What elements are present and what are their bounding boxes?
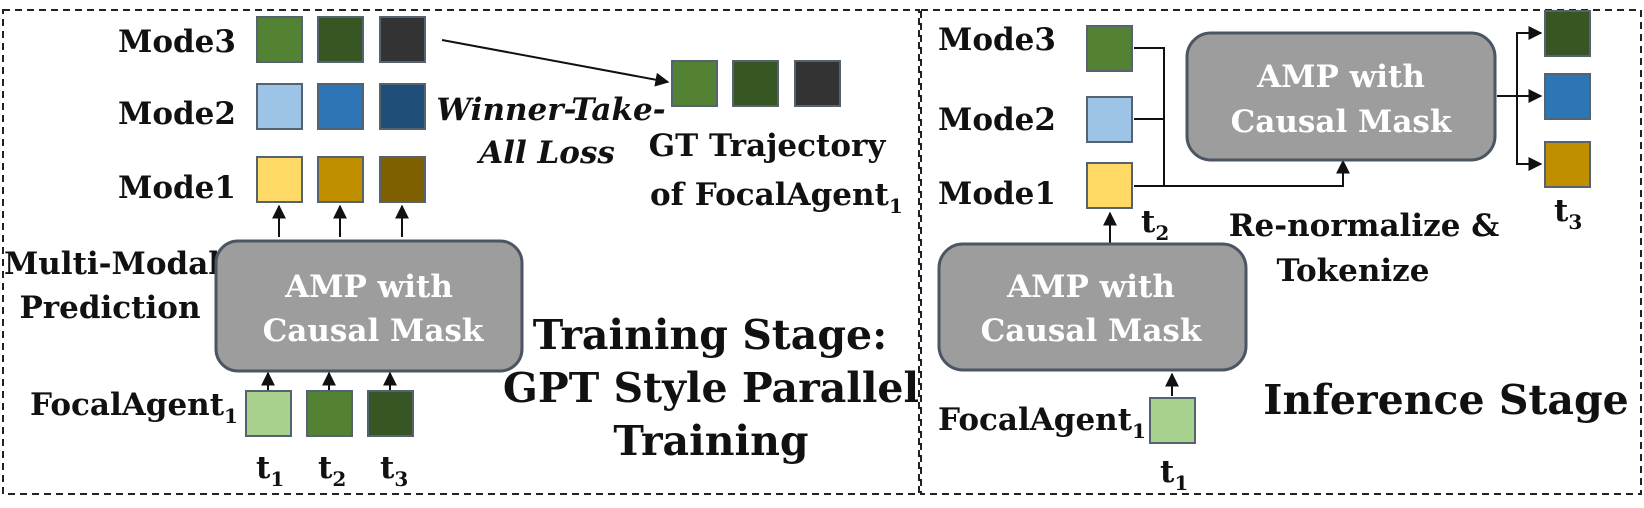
focal-token-t1 bbox=[245, 390, 292, 437]
token-mode2-t3 bbox=[379, 83, 426, 130]
inference-mode1-label: Mode1 bbox=[938, 176, 1056, 212]
connector-mode3 bbox=[1134, 47, 1165, 186]
training-focal-agent-label: FocalAgent1 bbox=[30, 387, 238, 428]
inference-amp-box-upper bbox=[1185, 31, 1497, 162]
inference-time-label-t2: t2 bbox=[1141, 204, 1169, 245]
inference-mode1-token bbox=[1086, 162, 1133, 209]
inference-amp-box-lower bbox=[937, 242, 1248, 372]
winner-take-all-label-line1: Winner-Take- bbox=[436, 92, 665, 128]
inference-stage: Mode3 Mode2 Mode1 AMP with Causal Mask t… bbox=[937, 10, 1629, 495]
inference-out-token-blue bbox=[1544, 73, 1591, 120]
training-mode1-label: Mode1 bbox=[118, 170, 236, 206]
arrow-modes-to-upper-amp bbox=[1164, 159, 1350, 187]
token-mode3-t1 bbox=[256, 16, 303, 63]
gt-trajectory-label-line2: of FocalAgent1 bbox=[650, 177, 903, 218]
token-mode2-t2 bbox=[317, 83, 364, 130]
arrow-upper-amp-to-out-t3-3 bbox=[1516, 96, 1543, 171]
gt-token-t3 bbox=[794, 60, 841, 107]
inference-time-label-t3: t3 bbox=[1554, 193, 1582, 234]
arrow-mode3-to-gt bbox=[441, 39, 670, 87]
inference-amp-lower-line2: Causal Mask bbox=[981, 313, 1203, 349]
inference-out-token-gold bbox=[1544, 141, 1591, 188]
inference-amp-upper-line1: AMP with bbox=[1256, 59, 1425, 95]
training-amp-box-line2: Causal Mask bbox=[263, 313, 485, 349]
training-time-label-t2: t2 bbox=[318, 450, 346, 491]
multimodal-prediction-label-line2: Prediction bbox=[19, 290, 200, 326]
inference-mode2-label: Mode2 bbox=[938, 102, 1056, 138]
focal-token-t3 bbox=[367, 390, 414, 437]
training-stage: Mode3 Mode2 Mode1 Multi-Modal Prediction… bbox=[4, 16, 919, 491]
gt-token-t1 bbox=[671, 60, 718, 107]
training-mode3-label: Mode3 bbox=[118, 24, 236, 60]
inference-panel-border bbox=[920, 9, 1642, 495]
token-mode2-t1 bbox=[256, 83, 303, 130]
inference-amp-upper-line2: Causal Mask bbox=[1231, 104, 1453, 140]
training-amp-box-line1: AMP with bbox=[284, 269, 453, 305]
training-panel-border bbox=[2, 9, 920, 495]
training-stage-title-line1: Training Stage: bbox=[533, 311, 887, 359]
inference-focal-agent-label: FocalAgent1 bbox=[938, 402, 1146, 443]
token-mode1-t1 bbox=[256, 156, 303, 203]
training-time-label-t3: t3 bbox=[380, 450, 408, 491]
inference-mode3-token bbox=[1086, 25, 1133, 72]
training-amp-box bbox=[214, 239, 524, 373]
winner-take-all-label-line2: All Loss bbox=[476, 135, 615, 171]
gt-trajectory-label-line1: GT Trajectory bbox=[649, 128, 887, 164]
inference-mode3-label: Mode3 bbox=[938, 22, 1056, 58]
inference-amp-lower-line1: AMP with bbox=[1006, 269, 1175, 305]
renormalize-label-line2: Tokenize bbox=[1276, 253, 1429, 289]
token-mode1-t2 bbox=[317, 156, 364, 203]
token-mode3-t2 bbox=[317, 16, 364, 63]
inference-mode2-token bbox=[1086, 96, 1133, 143]
gt-token-t2 bbox=[732, 60, 779, 107]
training-time-label-t1: t1 bbox=[256, 450, 284, 491]
training-stage-title-line2: GPT Style Parallel bbox=[503, 364, 919, 412]
training-stage-title-line3: Training bbox=[613, 417, 808, 465]
inference-focal-token bbox=[1149, 397, 1196, 444]
token-mode1-t3 bbox=[379, 156, 426, 203]
inference-time-label-t1: t1 bbox=[1160, 454, 1188, 495]
inference-stage-title: Inference Stage bbox=[1263, 376, 1628, 424]
training-mode2-label: Mode2 bbox=[118, 96, 236, 132]
multimodal-prediction-label-line1: Multi-Modal bbox=[4, 246, 220, 282]
renormalize-label-line1: Re-normalize & bbox=[1229, 208, 1499, 244]
inference-out-token-green bbox=[1544, 10, 1591, 57]
arrow-upper-amp-to-out-t3-1 bbox=[1497, 26, 1543, 97]
token-mode3-t3 bbox=[379, 16, 426, 63]
focal-token-t2 bbox=[306, 390, 353, 437]
